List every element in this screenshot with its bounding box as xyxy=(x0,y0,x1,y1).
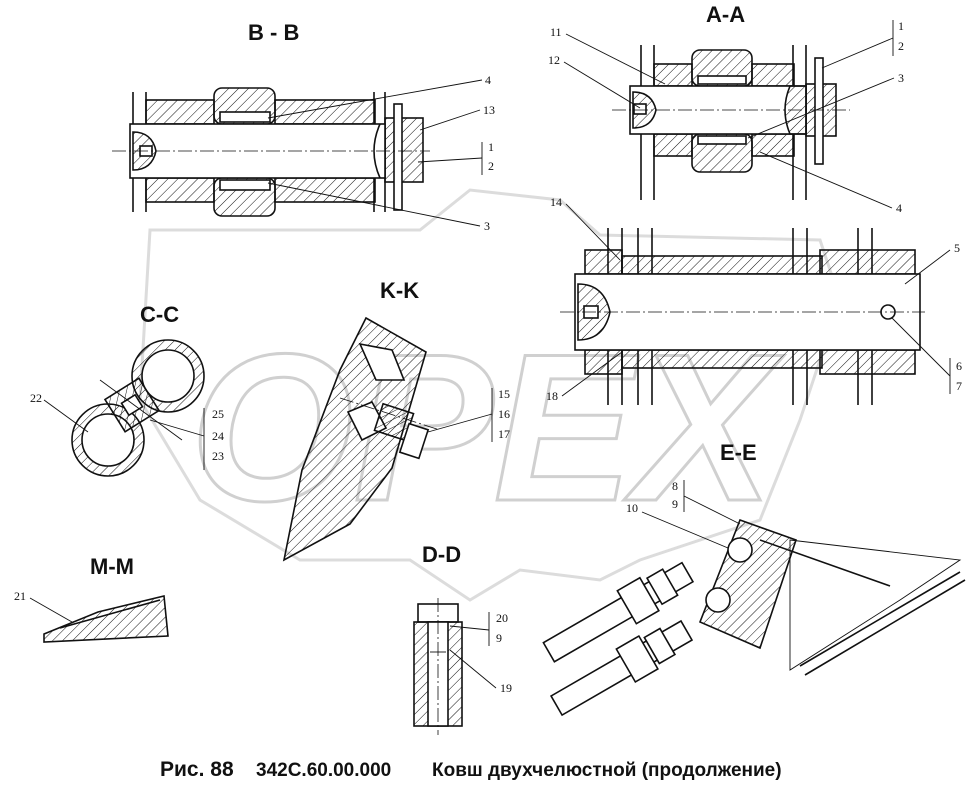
aa-label-4: 4 xyxy=(896,201,902,215)
section-ee: 14 5 18 6 7 E-E xyxy=(546,195,962,465)
section-dd: D-D 20 9 19 xyxy=(413,542,512,735)
section-cc-title: C-C xyxy=(140,302,179,327)
ee-label-14: 14 xyxy=(550,195,562,209)
aa-label-3: 3 xyxy=(898,71,904,85)
cc-label-24: 24 xyxy=(212,429,224,443)
aa-label-2: 2 xyxy=(898,39,904,53)
section-mm-title: M-M xyxy=(90,554,134,579)
detail-label-10: 10 xyxy=(626,501,638,515)
kk-label-17: 17 xyxy=(498,427,510,441)
bb-label-1: 1 xyxy=(488,140,494,154)
bb-label-3: 3 xyxy=(484,219,490,233)
dd-label-19: 19 xyxy=(500,681,512,695)
dd-label-20: 20 xyxy=(496,611,508,625)
aa-label-11: 11 xyxy=(550,25,562,39)
bb-label-13: 13 xyxy=(483,103,495,117)
section-aa: A-A 11 12 1 2 3 4 xyxy=(548,2,904,215)
section-mm: M-M 21 xyxy=(14,554,169,643)
kk-label-15: 15 xyxy=(498,387,510,401)
bb-label-4: 4 xyxy=(485,73,491,87)
bb-label-2: 2 xyxy=(488,159,494,173)
dd-label-9: 9 xyxy=(496,631,502,645)
mm-label-21: 21 xyxy=(14,589,26,603)
section-cc: C-C 22 25 24 23 xyxy=(30,302,224,477)
detail-view: 8 9 10 xyxy=(542,479,966,717)
cc-label-25: 25 xyxy=(212,407,224,421)
section-bb-title: B - B xyxy=(248,20,299,45)
detail-label-9: 9 xyxy=(672,497,678,511)
cc-label-22: 22 xyxy=(30,391,42,405)
ee-label-6: 6 xyxy=(956,359,962,373)
caption-drawing-code: 342С.60.00.000 xyxy=(256,760,391,781)
cc-label-23: 23 xyxy=(212,449,224,463)
detail-label-8: 8 xyxy=(672,479,678,493)
ee-label-5: 5 xyxy=(954,241,960,255)
section-dd-title: D-D xyxy=(422,542,461,567)
section-kk-title: K-K xyxy=(380,278,419,303)
section-ee-title: E-E xyxy=(720,440,757,465)
caption-figure-number: Рис. 88 xyxy=(160,758,234,781)
figure-caption: Рис. 88 342С.60.00.000 Ковш двухчелюстно… xyxy=(160,758,782,781)
section-aa-title: A-A xyxy=(706,2,745,27)
aa-label-1: 1 xyxy=(898,19,904,33)
section-bb: B - B 4 13 1 2 3 xyxy=(112,20,495,233)
ee-label-18: 18 xyxy=(546,389,558,403)
caption-title: Ковш двухчелюстной (продолжение) xyxy=(432,760,782,781)
kk-label-16: 16 xyxy=(498,407,510,421)
aa-label-12: 12 xyxy=(548,53,560,67)
ee-label-7: 7 xyxy=(956,379,962,393)
section-kk: K-K 15 16 17 xyxy=(282,278,510,562)
